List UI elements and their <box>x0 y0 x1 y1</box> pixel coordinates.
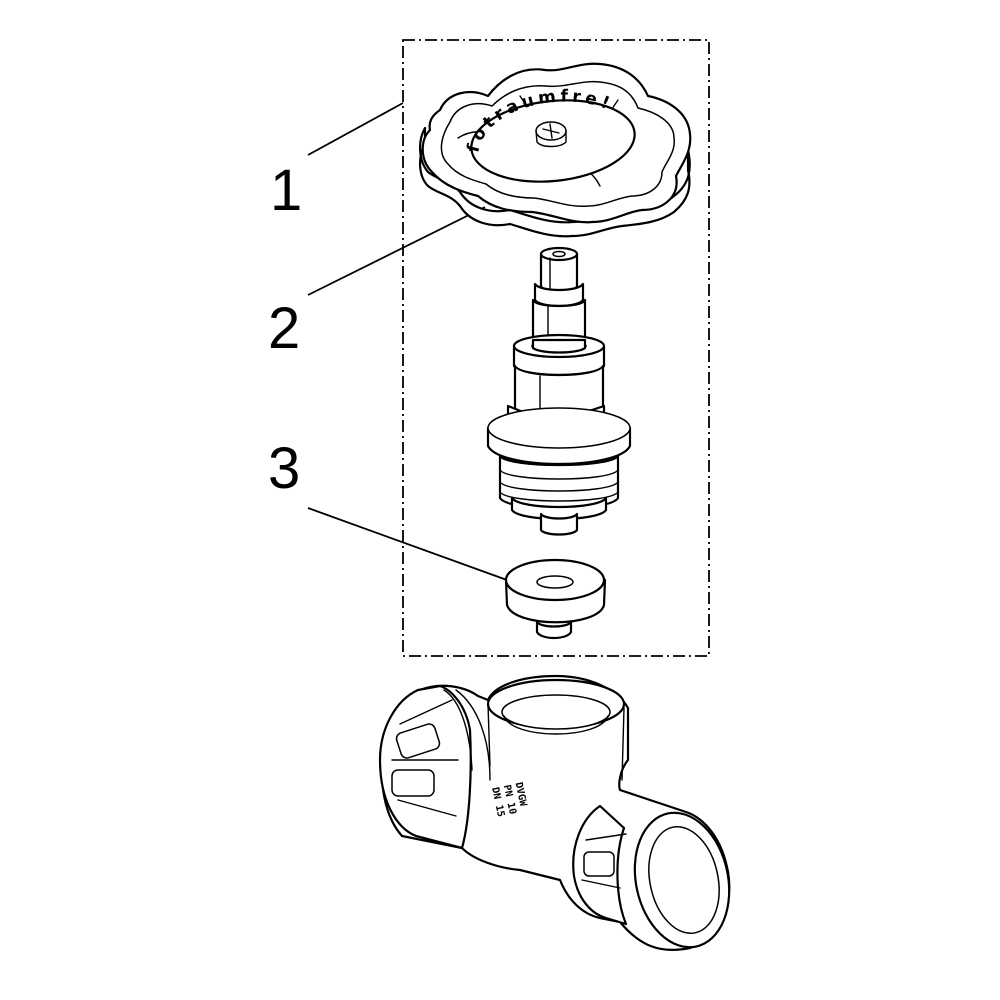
right-nut-rib-2 <box>581 879 621 889</box>
leader-line-2 <box>307 206 486 296</box>
leader-lines <box>307 102 519 585</box>
callout-number-2: 2 <box>268 296 300 361</box>
handwheel-hub-side <box>535 130 567 148</box>
handwheel-rim-side <box>419 126 691 238</box>
spindle-tip <box>539 512 579 536</box>
handwheel: fotraumfre! <box>419 62 692 238</box>
kit-dashed-boundary <box>402 39 710 657</box>
valve-washer <box>504 558 607 640</box>
headpart-flange-top <box>487 407 631 449</box>
screw-slot-icon <box>542 123 560 139</box>
marking-line-3: DVGW <box>513 781 529 808</box>
stem-through-collar <box>531 338 587 354</box>
leader-line-1 <box>307 102 404 156</box>
right-nut-rib-1 <box>585 833 627 841</box>
callout-number-1: 1 <box>270 158 302 223</box>
handwheel-center-cap <box>470 99 636 183</box>
headpart-seat <box>510 496 608 521</box>
washer-center-hole <box>536 575 574 589</box>
right-nut-lug <box>583 851 615 877</box>
top-socket-neck-left <box>487 703 491 767</box>
thread-line-3 <box>499 491 619 502</box>
leader-line-3 <box>307 507 519 585</box>
valve-body-left-nut <box>378 684 472 850</box>
thread-line-2 <box>499 481 619 492</box>
top-socket-inner-wall <box>503 715 609 735</box>
thread-line-1 <box>499 469 619 480</box>
left-nut-lug-2 <box>391 769 435 797</box>
stem-top-bore <box>552 250 566 258</box>
left-nut-rib-3 <box>397 799 457 817</box>
valve-body: DN 15 PN 10 DVGW <box>378 674 731 952</box>
valve-headpart <box>486 246 632 536</box>
left-nut-ring-2 <box>455 689 491 781</box>
valve-body-right-outlet-inner <box>648 825 720 935</box>
left-nut-ring-1 <box>443 689 473 771</box>
top-socket-neck-right <box>621 707 625 781</box>
left-nut-lug-1 <box>395 723 441 759</box>
valve-body-top-socket-inner <box>501 694 611 730</box>
washer-pin <box>535 620 573 640</box>
left-nut-rib-1 <box>399 699 453 725</box>
callout-number-3: 3 <box>268 436 300 501</box>
